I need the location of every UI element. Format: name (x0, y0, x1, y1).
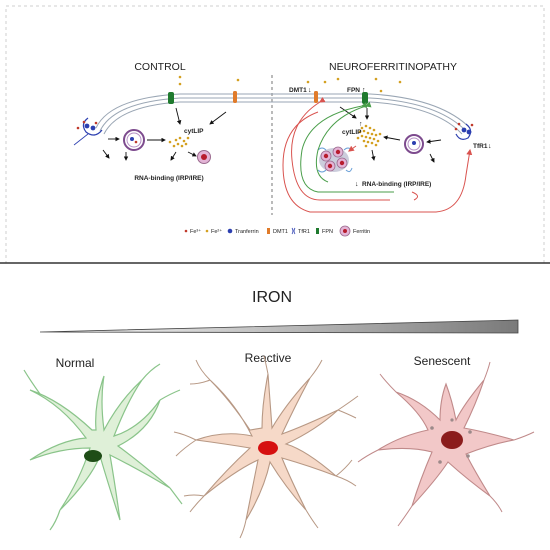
legend-ferritin: Ferritin (353, 229, 370, 235)
neuro-tfr1-complex (454, 122, 474, 140)
tfr1-arrow: ↓ (488, 143, 492, 150)
legend-transferrin: Tranferrin (235, 229, 259, 235)
neuro-red-arrow-short (348, 145, 357, 152)
neuro-endosome (404, 134, 424, 154)
normal-astrocyte (29, 375, 171, 521)
neuro-cytlip-cluster (356, 124, 382, 148)
control-ferritin (197, 150, 211, 164)
iron-dots-outside (178, 75, 402, 93)
control-title: CONTROL (134, 61, 185, 73)
neuro-cytlip-arrow: ↑ (359, 121, 363, 128)
neuro-rna-label: RNA-binding (IRP/IRE) (362, 181, 431, 188)
dmt1-label: DMT1 (289, 87, 307, 94)
senescent-inclusions (430, 418, 472, 464)
control-rna-label: RNA-binding (IRP/IRE) (134, 175, 203, 182)
fpn-arrow: ↑ (362, 87, 366, 94)
neuro-ferritin-aggregate (317, 146, 353, 173)
fpn-channel-control (168, 92, 174, 104)
legend-fpn: FPN (322, 229, 333, 235)
dmt1-arrow: ↓ (308, 87, 312, 94)
legend-fe2: Fe²⁺ (211, 228, 222, 235)
neuro-feedback-loops (282, 96, 473, 213)
neuro-rna-arrow: ↓ (355, 181, 359, 188)
cell-label-reactive: Reactive (245, 351, 292, 365)
legend-fe3: Fe³⁺ (190, 228, 201, 235)
top-panel-frame (5, 5, 545, 264)
neuro-title: NEUROFERRITINOPATHY (329, 61, 457, 73)
control-tfr1-complex (73, 117, 103, 146)
dmt1-channel-center (233, 91, 237, 103)
control-cytlip-label: cytLIP (184, 128, 204, 135)
fpn-label: FPN (347, 87, 360, 94)
normal-nucleus (84, 450, 102, 462)
neuro-cytlip-label: cytLIP (342, 129, 362, 136)
legend-tfr1: TfR1 (298, 229, 310, 235)
senescent-astrocyte-branches (357, 361, 535, 527)
legend: Fe³⁺ Fe²⁺ Tranferrin DMT1 TfR1 FPN Ferri… (184, 225, 370, 237)
reactive-nucleus (258, 441, 278, 455)
senescent-nucleus (441, 431, 463, 449)
cell-label-senescent: Senescent (414, 354, 471, 368)
iron-gradient-wedge (39, 319, 519, 334)
iron-title: IRON (252, 289, 292, 306)
normal-astrocyte-branches (23, 363, 183, 531)
reactive-astrocyte-branches (173, 355, 359, 539)
legend-dmt1: DMT1 (273, 229, 288, 235)
dmt1-channel-neuro (314, 91, 318, 103)
neuro-arrows (339, 106, 442, 163)
cell-label-normal: Normal (56, 356, 95, 370)
control-cytlip-cluster (168, 136, 190, 148)
tfr1-label: TfR1 (473, 143, 488, 150)
control-endosome (123, 129, 145, 151)
fpn-channel-neuro (362, 92, 368, 104)
control-arrows (102, 107, 227, 161)
